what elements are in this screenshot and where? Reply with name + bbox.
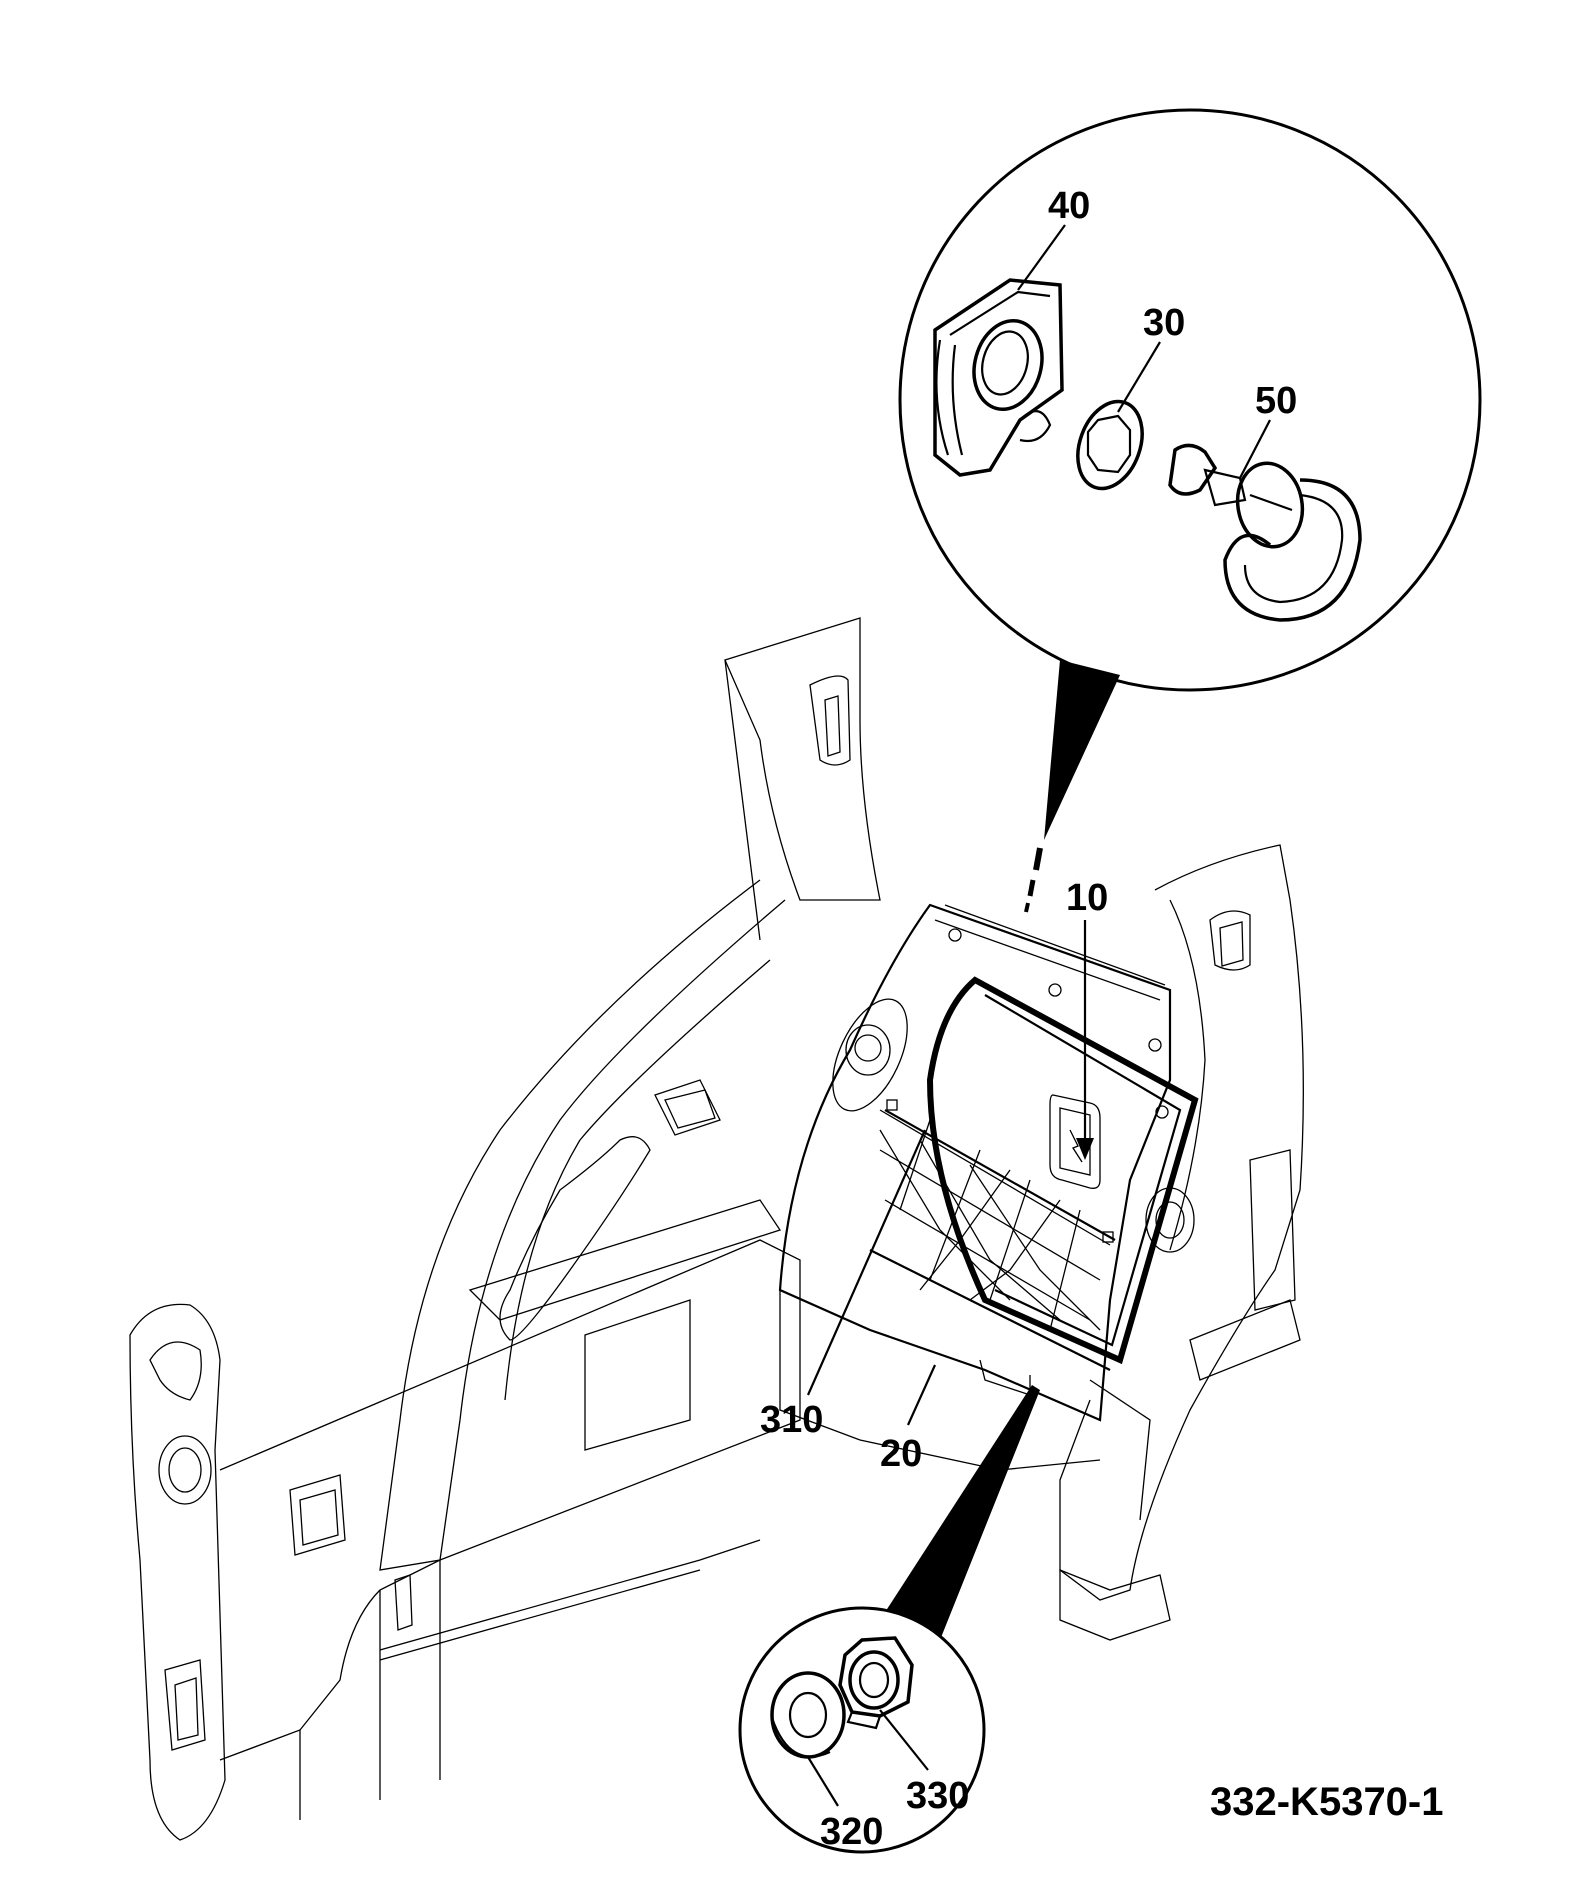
part-50-eyebolt [1168, 443, 1362, 622]
leader-310 [806, 1129, 927, 1396]
leader-40 [1017, 224, 1066, 291]
leader-320 [807, 1756, 839, 1807]
drawing-number: 332-K5370-1 [1210, 1780, 1444, 1824]
cab-assembly: 10 310 20 [129, 617, 1304, 1841]
side-arch [379, 879, 786, 1571]
cargo-net-part-310 [869, 976, 1199, 1371]
callout-310: 310 [760, 1399, 823, 1441]
leader-330 [879, 1709, 929, 1771]
part-30-washer [1076, 399, 1144, 491]
callout-320: 320 [820, 1811, 883, 1853]
lower-detail-view: 330 320 [738, 1606, 986, 1854]
callout-30: 30 [1143, 302, 1185, 344]
placard-part-10 [1049, 1094, 1101, 1189]
lower-detail-pointer [880, 1385, 1040, 1650]
leader-20 [906, 1364, 937, 1426]
back-panel-part-20 [778, 903, 1172, 1422]
upper-detail-circle [898, 108, 1482, 692]
upper-detail-view: 40 30 50 [898, 108, 1482, 913]
leader-30 [1117, 341, 1161, 413]
callout-40: 40 [1048, 185, 1090, 227]
lower-detail-circle [738, 1606, 986, 1854]
left-pillar [724, 617, 881, 901]
callout-330: 330 [906, 1775, 969, 1817]
leader-50 [1239, 419, 1271, 479]
callout-10: 10 [1066, 877, 1108, 919]
callout-50: 50 [1255, 380, 1297, 422]
part-40-bracket [933, 278, 1064, 477]
right-pillar [1059, 844, 1304, 1601]
part-330-nut [838, 1636, 914, 1730]
left-front-pillar [129, 1303, 226, 1841]
callout-20: 20 [880, 1433, 922, 1475]
upper-detail-pointer [1044, 660, 1120, 840]
